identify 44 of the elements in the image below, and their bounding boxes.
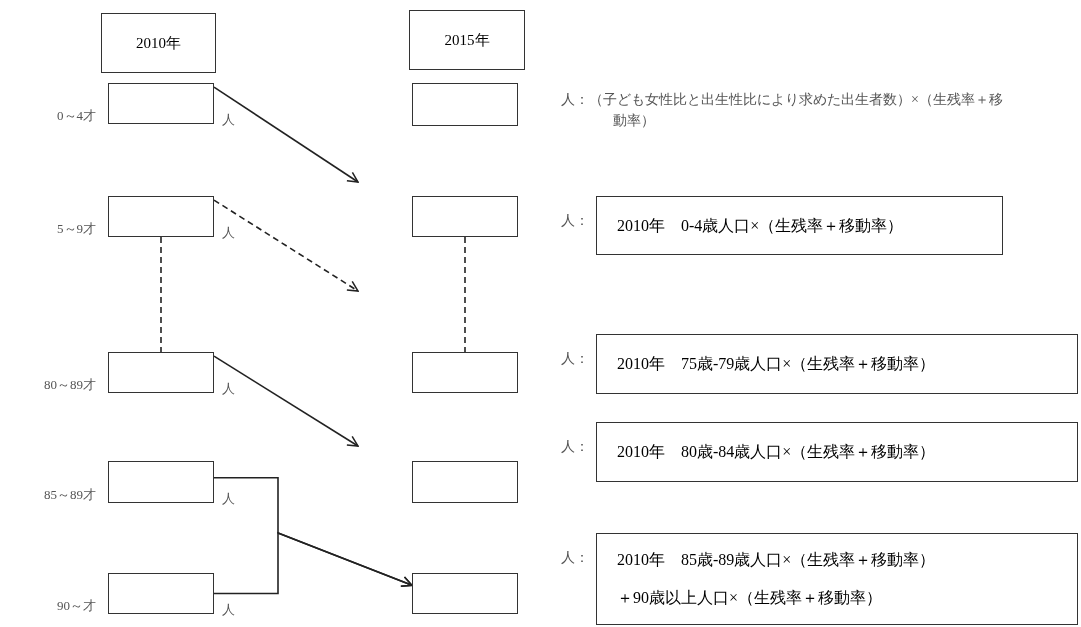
formula-box [596, 196, 1003, 255]
arrow [213, 86, 359, 183]
formula-text: 2010年 75歳-79歳人口×（生残率＋移動率） [617, 354, 936, 374]
unit-label: 人 [222, 490, 235, 508]
age-label: 0～4才 [57, 107, 96, 125]
empty-box [108, 461, 214, 503]
formula-box [596, 422, 1078, 482]
connector-line [160, 236, 162, 353]
empty-box [108, 352, 214, 393]
unit-label: 人： [561, 350, 589, 368]
empty-box [412, 83, 518, 126]
empty-box [108, 83, 214, 124]
empty-box [412, 573, 518, 614]
empty-box [412, 352, 518, 393]
unit-label: 人： [561, 212, 589, 230]
empty-box [412, 461, 518, 503]
arrow [213, 199, 359, 292]
connector-line [464, 236, 466, 353]
age-label: 80～89才 [44, 376, 96, 394]
formula-box [596, 334, 1078, 394]
year-box [101, 13, 216, 73]
empty-box [108, 573, 214, 614]
empty-box [108, 196, 214, 237]
unit-label: 人 [222, 601, 235, 619]
unit-label: 人 [222, 380, 235, 398]
arrow [213, 355, 359, 447]
year-box [409, 10, 525, 70]
arrow [213, 531, 413, 595]
formula-text: ＋90歳以上人口×（生残率＋移動率） [617, 588, 883, 608]
unit-label: 人： [561, 438, 589, 456]
unit-label: 人 [222, 111, 235, 129]
formula-note: 人：（子ども女性比と出生性比により求めた出生者数）×（生残率＋移動率） [561, 91, 1004, 130]
formula-text: 2010年 80歳-84歳人口×（生残率＋移動率） [617, 442, 936, 462]
age-label: 90～才 [57, 597, 96, 615]
empty-box [412, 196, 518, 237]
unit-label: 人： [561, 549, 589, 567]
formula-text: 2010年 0-4歳人口×（生残率＋移動率） [617, 215, 904, 236]
age-label: 5～9才 [57, 220, 96, 238]
year-label: 2010年 [136, 33, 181, 53]
formula-text: 2010年 85歳-89歳人口×（生残率＋移動率） [617, 550, 936, 570]
unit-label: 人 [222, 224, 235, 242]
year-label: 2015年 [444, 30, 490, 50]
age-label: 85～89才 [44, 486, 96, 504]
formula-box [596, 533, 1078, 625]
